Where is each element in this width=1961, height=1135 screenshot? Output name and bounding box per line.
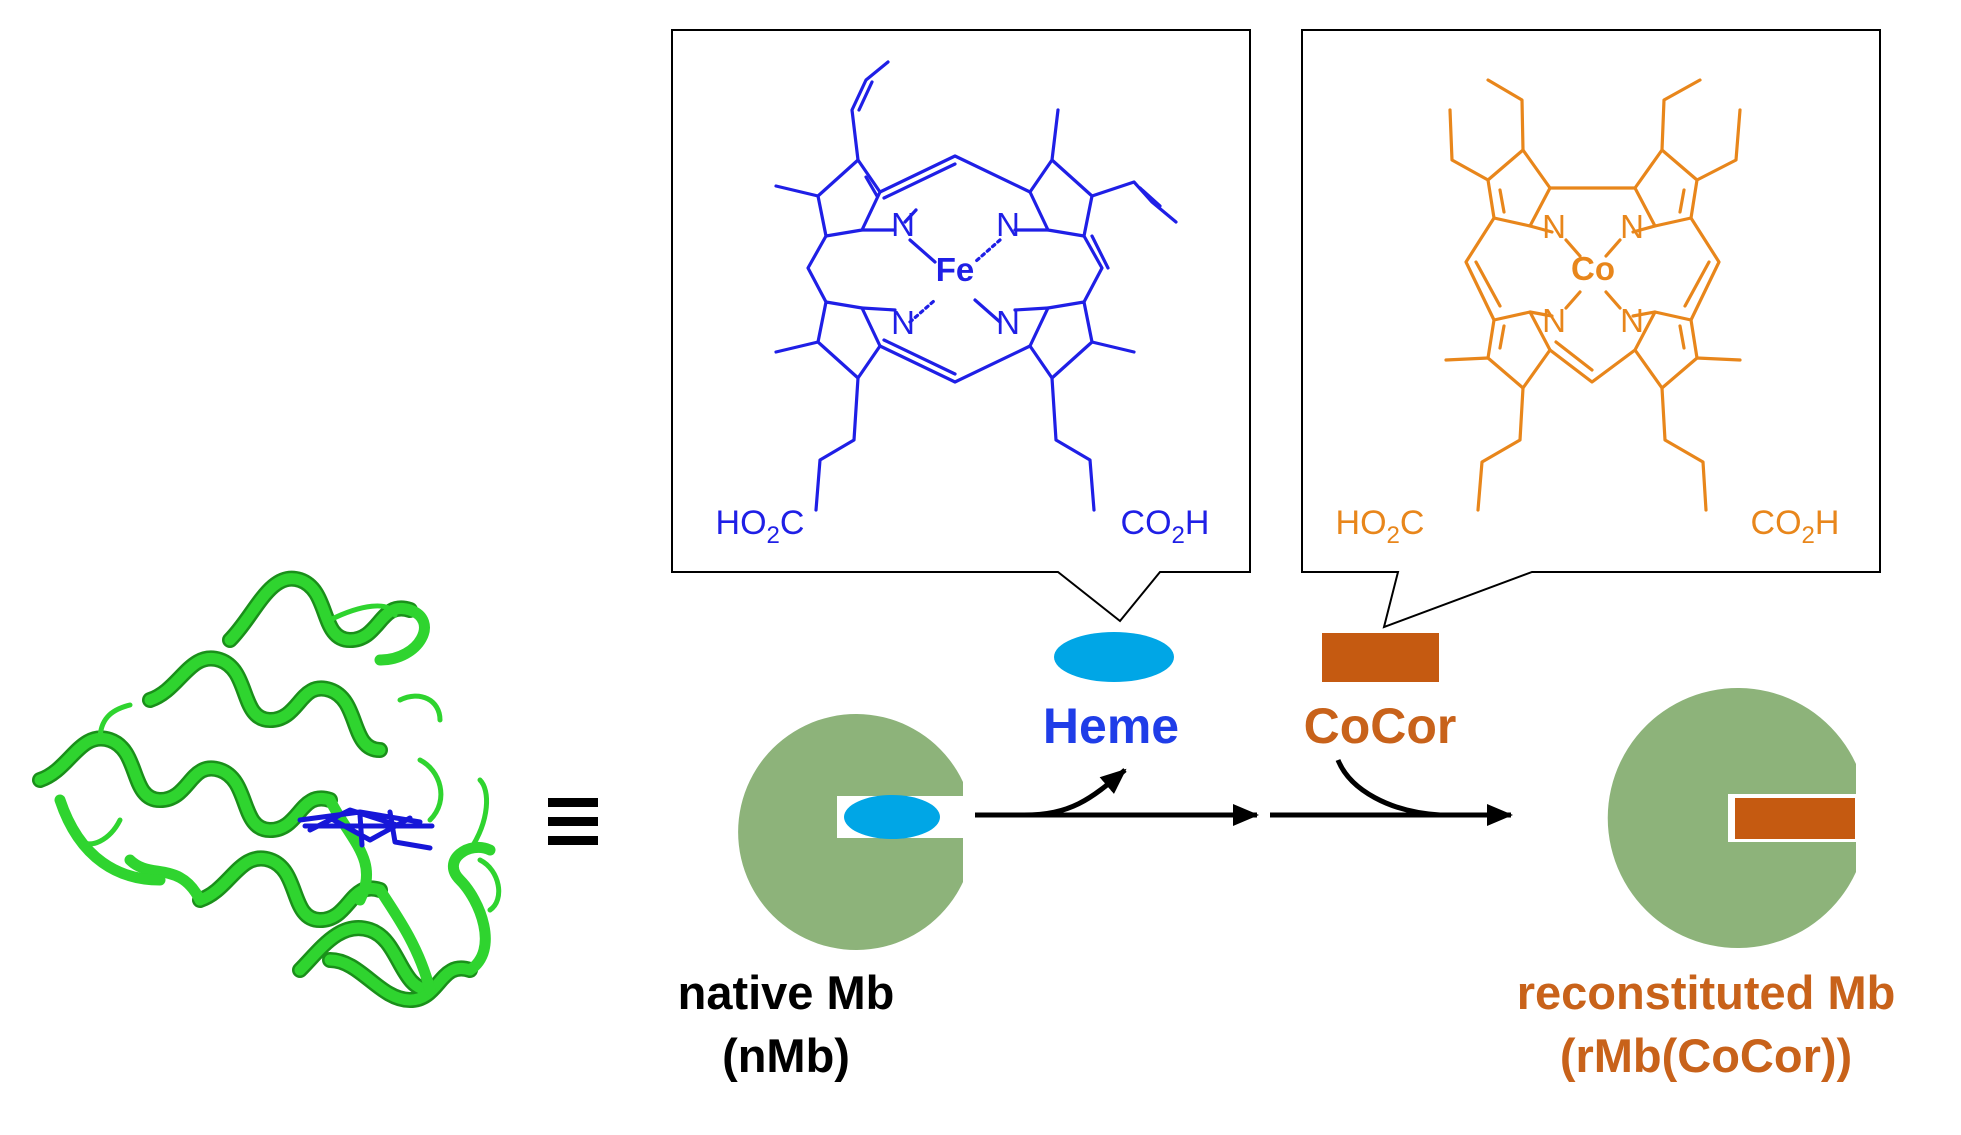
- heme-metal: Fe: [936, 251, 975, 288]
- heme-structure: [774, 60, 1178, 512]
- heme-label: Heme: [1043, 698, 1179, 754]
- cocor-n1: N: [1542, 208, 1566, 245]
- native-mb-label: native Mb: [678, 966, 895, 1019]
- myoglobin-ribbon-image: [32, 570, 502, 1008]
- heme-n3: N: [891, 304, 915, 341]
- cocor-n2: N: [1620, 208, 1644, 245]
- heme-n1: N: [891, 206, 915, 243]
- cocor-callout: [1301, 29, 1881, 629]
- cocor-metal: Co: [1571, 250, 1615, 287]
- heme-left-acid: HO2C: [716, 504, 805, 549]
- cocor-left-acid: HO2C: [1336, 504, 1425, 549]
- arrow-heme-out: [1023, 768, 1127, 818]
- cocor-right-acid: CO2H: [1751, 504, 1840, 549]
- cocor-n3: N: [1542, 302, 1566, 339]
- heme-n2: N: [996, 206, 1020, 243]
- equivalence-symbol: [548, 798, 598, 845]
- reconstituted-mb-abbrev: (rMb(CoCor)): [1560, 1029, 1852, 1082]
- reconstituted-mb-shape: [1607, 688, 1856, 948]
- heme-token: [1054, 632, 1174, 682]
- native-mb-abbrev: (nMb): [722, 1029, 850, 1082]
- cocor-n4: N: [1620, 302, 1644, 339]
- bound-heme-ellipse: [844, 795, 940, 839]
- reconstituted-mb-label: reconstituted Mb: [1517, 966, 1896, 1019]
- cocor-label: CoCor: [1304, 698, 1457, 754]
- reaction-arrows: [975, 758, 1513, 826]
- heme-right-acid: CO2H: [1121, 504, 1210, 549]
- native-mb-shape: [738, 714, 963, 950]
- heme-callout: [671, 29, 1251, 623]
- arrow-cocor-in: [1335, 758, 1441, 818]
- cocor-structure: [1444, 78, 1742, 512]
- heme-n4: N: [996, 304, 1020, 341]
- cocor-token: [1322, 633, 1439, 682]
- bound-cocor-block: [1735, 798, 1855, 839]
